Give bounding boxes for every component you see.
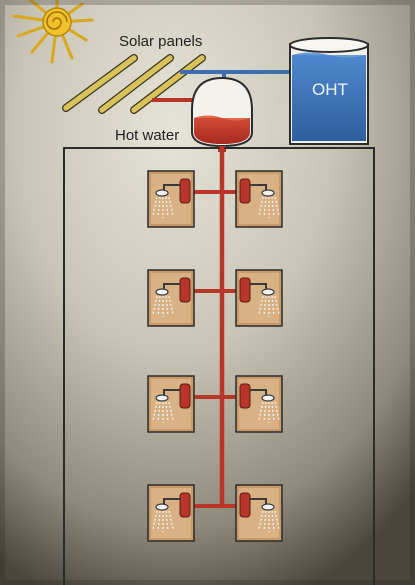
solar-panel bbox=[98, 54, 174, 114]
oht-label: OHT bbox=[312, 80, 348, 99]
overhead-tank bbox=[289, 37, 369, 145]
solar-panel bbox=[62, 54, 138, 112]
floor bbox=[147, 375, 283, 433]
solar-panel bbox=[130, 54, 206, 114]
bathroom bbox=[235, 170, 283, 228]
bathroom bbox=[147, 484, 195, 542]
solar-panels bbox=[62, 54, 206, 114]
bathroom bbox=[147, 375, 195, 433]
sun-icon bbox=[12, 0, 94, 64]
bathroom bbox=[147, 170, 195, 228]
bathroom bbox=[235, 269, 283, 327]
water-heater-icon bbox=[191, 76, 253, 152]
building-outline bbox=[63, 147, 375, 585]
bathroom bbox=[235, 484, 283, 542]
floor bbox=[147, 484, 283, 542]
solar-panels-label: Solar panels bbox=[119, 33, 202, 50]
bathroom bbox=[147, 269, 195, 327]
bathroom bbox=[235, 375, 283, 433]
hot-water-label: Hot water bbox=[115, 127, 179, 144]
floor bbox=[147, 269, 283, 327]
floor bbox=[147, 170, 283, 228]
